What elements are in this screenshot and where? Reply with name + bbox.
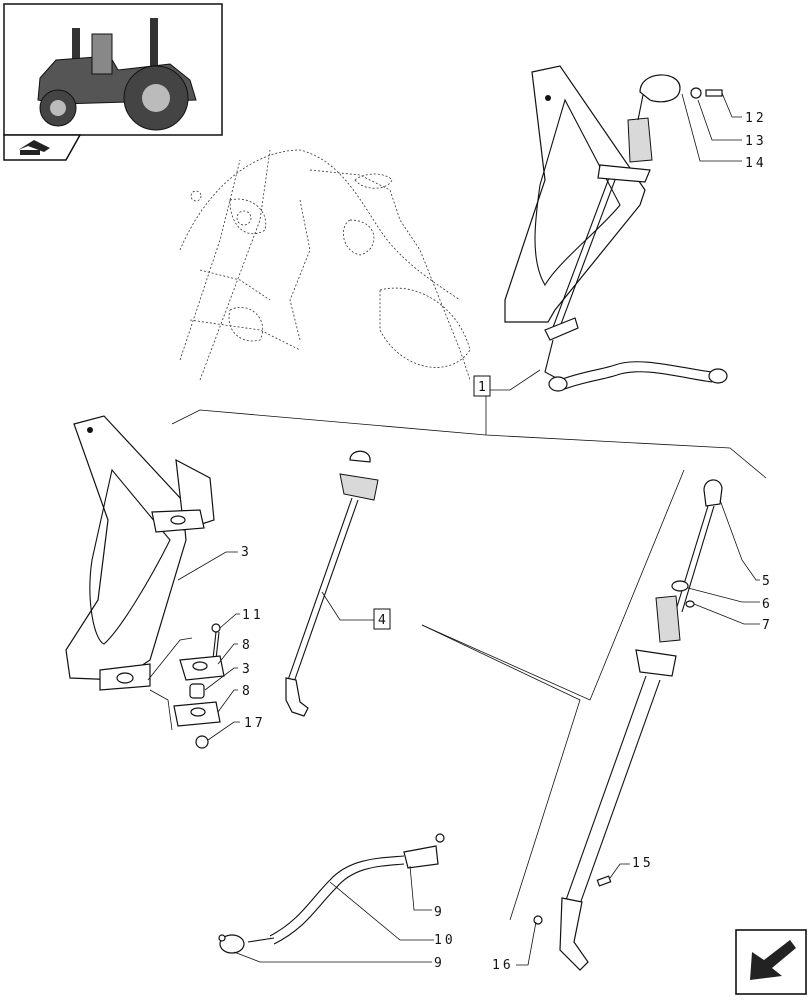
callout-16: 16 <box>492 958 514 973</box>
callout-6: 6 <box>762 597 773 612</box>
callout-3b: 3 <box>242 662 253 677</box>
callout-13: 13 <box>745 134 767 149</box>
callout-17: 17 <box>244 716 266 731</box>
lever-shaft-part <box>533 479 723 971</box>
callout-12: 12 <box>745 111 767 126</box>
callout-4: 4 <box>378 613 389 628</box>
callout-1: 1 <box>478 380 489 395</box>
callout-15: 15 <box>632 856 654 871</box>
callout-box-1 <box>473 375 491 397</box>
tractor-context-drawing <box>179 149 471 381</box>
callout-14: 14 <box>745 156 767 171</box>
callout-8a: 8 <box>242 638 253 653</box>
tractor-thumbnail-icon <box>3 3 223 136</box>
callout-8b: 8 <box>242 684 253 699</box>
section-arrow-icon[interactable] <box>3 134 82 161</box>
hardware-stack <box>173 623 225 749</box>
callout-5: 5 <box>762 574 773 589</box>
callout-box-4 <box>373 608 391 630</box>
callout-7: 7 <box>762 618 773 633</box>
support-bracket-part <box>65 415 215 691</box>
next-page-arrow-icon[interactable] <box>735 929 807 995</box>
control-rod-part <box>285 450 379 717</box>
callout-9b: 9 <box>434 956 445 971</box>
callout-3a: 3 <box>241 545 252 560</box>
tie-rod-part <box>218 833 445 954</box>
callout-9a: 9 <box>434 905 445 920</box>
assembly-view <box>504 65 728 392</box>
callout-11: 11 <box>242 608 264 623</box>
callout-10: 10 <box>434 933 456 948</box>
